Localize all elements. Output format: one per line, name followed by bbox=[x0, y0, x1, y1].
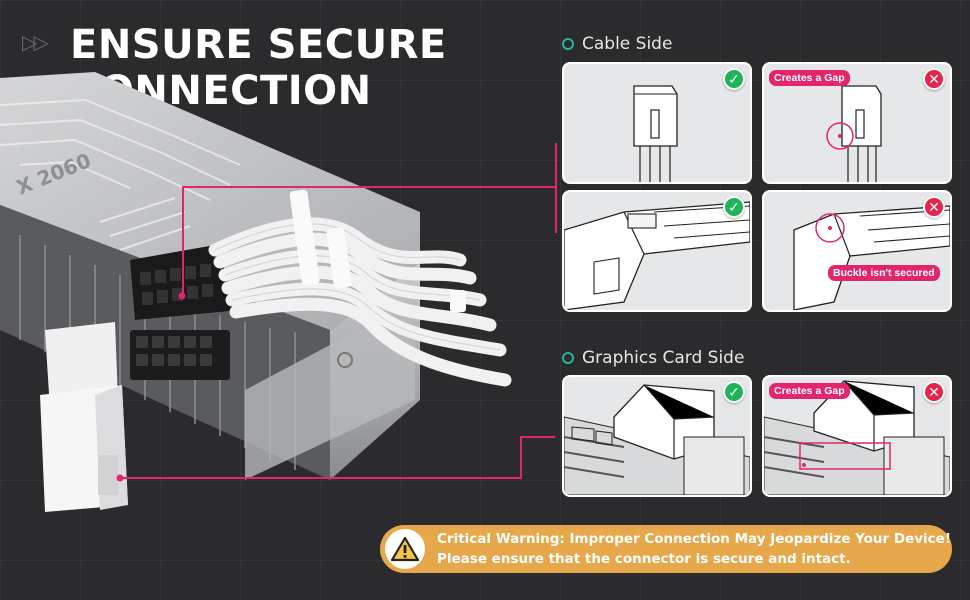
leader-bracket-cable bbox=[555, 143, 557, 233]
panel-cable-correct-side: ✓ bbox=[562, 62, 752, 184]
ring-icon bbox=[562, 38, 574, 50]
check-icon: ✓ bbox=[723, 196, 745, 218]
section-label-graphics-card-side: Graphics Card Side bbox=[562, 348, 744, 368]
card-socket-correct-view bbox=[564, 384, 750, 495]
leader-line-top bbox=[182, 186, 556, 188]
ring-icon bbox=[562, 352, 574, 364]
panel-card-gap: Creates a Gap ✕ bbox=[762, 375, 952, 497]
panel-cable-buckle: Buckle isn't secured ✕ bbox=[762, 190, 952, 312]
warning-text: Critical Warning: Improper Connection Ma… bbox=[437, 529, 951, 569]
check-icon: ✓ bbox=[723, 68, 745, 90]
gap-tag: Creates a Gap bbox=[769, 383, 850, 399]
cable-plug-side-view bbox=[633, 85, 678, 182]
cable-plug-perspective-view bbox=[564, 201, 750, 310]
gap-tag: Creates a Gap bbox=[769, 70, 850, 86]
x-icon: ✕ bbox=[923, 381, 945, 403]
play-arrows-icon: ▷▷ bbox=[22, 32, 49, 54]
panel-cable-gap: Creates a Gap ✕ bbox=[762, 62, 952, 184]
gpu-cable-illustration: X 2060 bbox=[0, 72, 512, 512]
warning-line-2: Please ensure that the connector is secu… bbox=[437, 551, 851, 567]
x-icon: ✕ bbox=[923, 68, 945, 90]
warning-icon bbox=[385, 529, 425, 569]
title-line-1: ENSURE SECURE bbox=[70, 22, 447, 68]
cable-plug-gap-view bbox=[826, 85, 882, 182]
warning-line-1: Critical Warning: Improper Connection Ma… bbox=[437, 531, 951, 547]
panel-cable-correct-perspective: ✓ bbox=[562, 190, 752, 312]
section-label-cable-side: Cable Side bbox=[562, 34, 672, 54]
leader-line-bottom bbox=[120, 477, 522, 479]
leader-line-bottom-vertical bbox=[520, 436, 522, 479]
cable-plug-buckle-view bbox=[793, 205, 950, 310]
panel-card-correct: ✓ bbox=[562, 375, 752, 497]
leader-line-vertical bbox=[182, 186, 184, 296]
warning-banner: Critical Warning: Improper Connection Ma… bbox=[380, 525, 952, 573]
check-icon: ✓ bbox=[723, 381, 745, 403]
leader-line-bottom-stub bbox=[520, 436, 555, 438]
x-icon: ✕ bbox=[923, 196, 945, 218]
buckle-tag: Buckle isn't secured bbox=[828, 265, 940, 281]
